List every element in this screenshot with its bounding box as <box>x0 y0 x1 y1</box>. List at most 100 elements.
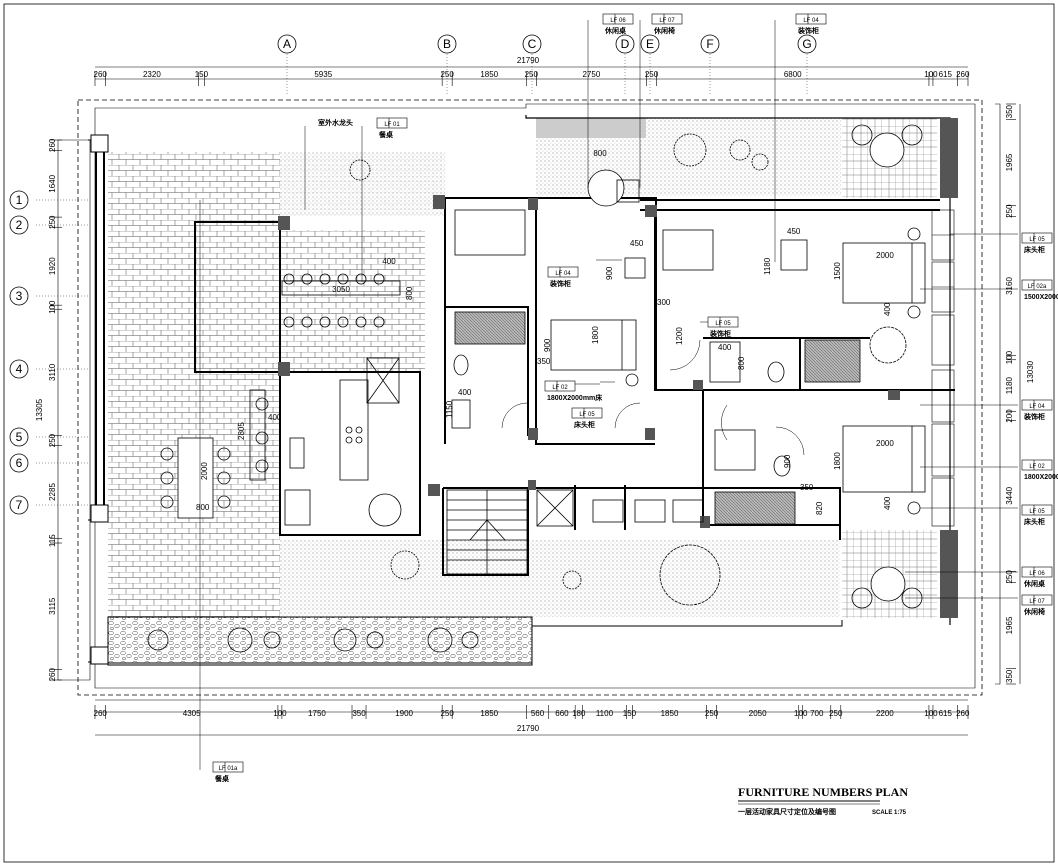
dims-left-4: 100 <box>48 300 57 314</box>
svg-text:LF 02: LF 02 <box>552 385 568 391</box>
dims-bottom-0: 260 <box>94 709 108 718</box>
svg-text:A: A <box>283 37 291 51</box>
callout-lf01: LF 01 餐桌 <box>376 117 408 139</box>
callout-lf05-left: LF 05 床头柜 <box>571 407 603 429</box>
dims-top-8: 250 <box>645 70 659 79</box>
svg-text:450: 450 <box>630 239 644 248</box>
dims-bottom-3: 1750 <box>308 709 326 718</box>
svg-text:400: 400 <box>718 343 732 352</box>
svg-text:900: 900 <box>543 338 552 352</box>
svg-text:E: E <box>646 37 654 51</box>
svg-text:休闲桌: 休闲桌 <box>604 26 626 35</box>
dims-left-7: 2285 <box>48 483 57 501</box>
dims-right-9: 1965 <box>1005 616 1014 634</box>
total-width-top: 21790 <box>517 56 540 65</box>
svg-text:400: 400 <box>883 302 892 316</box>
callout-lf06-top: LF 06 休闲桌 <box>602 13 634 35</box>
svg-text:床头柜: 床头柜 <box>574 420 595 429</box>
svg-text:LF 05: LF 05 <box>1029 237 1045 243</box>
dims-left-0: 260 <box>48 138 57 152</box>
grid-col-E: E <box>640 34 660 54</box>
svg-text:350: 350 <box>800 483 814 492</box>
master-bedroom-2 <box>709 341 926 515</box>
grid-row-1: 1 <box>9 190 29 210</box>
svg-text:350: 350 <box>537 357 551 366</box>
svg-text:LF 06: LF 06 <box>1029 571 1045 577</box>
gravel-beds <box>280 118 841 617</box>
svg-text:LF 05: LF 05 <box>715 321 731 327</box>
grid-row-6: 6 <box>9 453 29 473</box>
svg-text:1800: 1800 <box>833 452 842 470</box>
dims-right-5: 1180 <box>1005 377 1014 395</box>
svg-text:300: 300 <box>657 298 671 307</box>
dims-bottom-12: 150 <box>623 709 637 718</box>
svg-text:LF 07: LF 07 <box>659 18 675 24</box>
svg-text:1800: 1800 <box>591 326 600 344</box>
dims-bottom-18: 250 <box>829 709 843 718</box>
svg-text:床头柜: 床头柜 <box>1024 245 1045 254</box>
dims-top-10: 100 <box>924 70 938 79</box>
dims-left-10: 260 <box>48 668 57 682</box>
svg-text:1150: 1150 <box>445 400 454 418</box>
svg-text:餐桌: 餐桌 <box>378 130 393 139</box>
grid-lines <box>36 54 808 506</box>
dims-bottom-14: 250 <box>705 709 719 718</box>
svg-text:2000: 2000 <box>200 462 209 480</box>
dims-bottom-7: 1850 <box>480 709 498 718</box>
svg-text:LF 05: LF 05 <box>579 412 595 418</box>
dims-right-0: 350 <box>1005 104 1014 118</box>
svg-text:7: 7 <box>16 498 23 512</box>
interior-walls <box>95 140 955 576</box>
dims-right-8: 250 <box>1005 570 1014 584</box>
svg-text:900: 900 <box>783 454 792 468</box>
plan-title: FURNITURE NUMBERS PLAN <box>738 785 908 799</box>
svg-text:LF 05: LF 05 <box>1029 509 1045 515</box>
dims-bottom-20: 100 <box>924 709 938 718</box>
grid-col-C: C <box>522 34 542 54</box>
svg-text:900: 900 <box>605 266 614 280</box>
total-height-right: 13030 <box>1026 360 1035 383</box>
svg-text:装饰柜: 装饰柜 <box>549 279 571 288</box>
svg-text:3050: 3050 <box>332 285 350 294</box>
svg-text:休闲椅: 休闲椅 <box>653 26 675 35</box>
dims-right-6: 200 <box>1005 409 1014 423</box>
svg-text:400: 400 <box>382 257 396 266</box>
grid-col-A: A <box>277 34 297 54</box>
dims-right-1: 1965 <box>1005 153 1014 171</box>
svg-text:装饰柜: 装饰柜 <box>797 26 819 35</box>
dims-right-3: 3160 <box>1005 277 1014 295</box>
svg-text:400: 400 <box>458 388 472 397</box>
svg-text:LF 06: LF 06 <box>610 18 626 24</box>
leisure-sets <box>587 124 923 609</box>
doors <box>501 339 805 456</box>
svg-text:400: 400 <box>268 413 282 422</box>
svg-text:餐桌: 餐桌 <box>214 774 229 783</box>
svg-text:800: 800 <box>593 149 607 158</box>
dims-right-2: 250 <box>1005 204 1014 218</box>
svg-text:800: 800 <box>405 286 414 300</box>
svg-text:800: 800 <box>196 503 210 512</box>
svg-text:2: 2 <box>16 218 23 232</box>
svg-text:2000: 2000 <box>876 439 894 448</box>
plan-subtitle: 一层活动家具尺寸定位及编号图 <box>738 807 836 816</box>
dims-top-3: 5935 <box>314 70 332 79</box>
svg-text:C: C <box>528 37 537 51</box>
svg-text:LF 07: LF 07 <box>1029 599 1045 605</box>
svg-text:800: 800 <box>737 356 746 370</box>
dims-left-6: 250 <box>48 433 57 447</box>
interior-dimensions: 3050 800 400 2000 800 400 2805 800 1800 … <box>196 149 894 515</box>
callout-r-lf05-a: LF 05 床头柜 <box>1021 232 1053 254</box>
dims-bottom-13: 1850 <box>661 709 679 718</box>
svg-text:LF 02a: LF 02a <box>1028 284 1047 290</box>
svg-text:4: 4 <box>16 362 23 376</box>
svg-text:LF 01: LF 01 <box>384 122 400 128</box>
dims-bottom-16: 100 <box>794 709 808 718</box>
svg-text:F: F <box>706 37 713 51</box>
